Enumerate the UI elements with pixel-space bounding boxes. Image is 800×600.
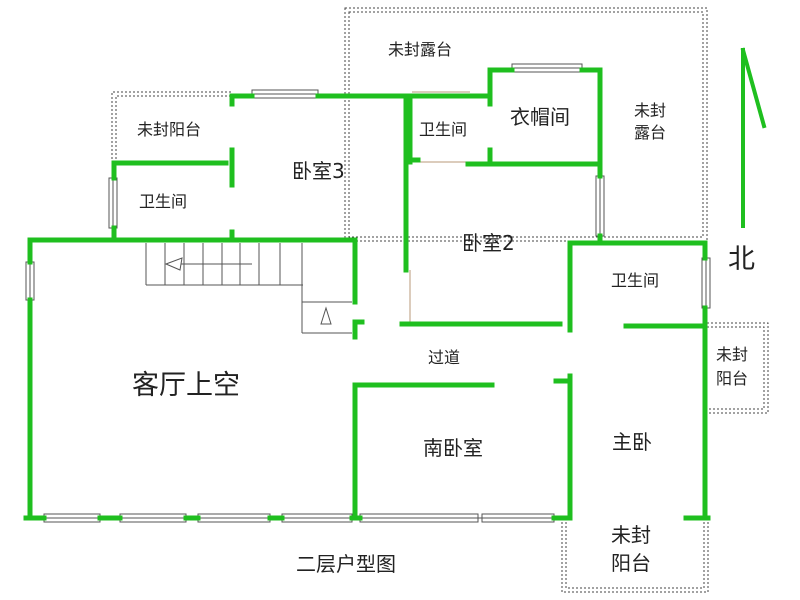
label-bathroom-center: 卫生间 [419, 120, 468, 139]
label-bedroom-2: 卧室2 [462, 231, 515, 255]
terrace-outlines [111, 7, 769, 593]
staircase [145, 243, 352, 334]
walls [23, 67, 711, 521]
north-label: 北 [728, 244, 755, 275]
plan-caption: 二层户型图 [296, 552, 396, 576]
label-terrace-right-1: 未封 [634, 101, 667, 120]
left-balcony-outline [111, 91, 232, 167]
stair-arrow-left-icon [164, 257, 183, 271]
label-south-bedroom: 南卧室 [423, 436, 483, 460]
stair-arrow-up-icon [320, 306, 332, 325]
north-arrow-icon [740, 47, 767, 228]
label-terrace-right-2: 露台 [634, 123, 667, 142]
label-corridor: 过道 [428, 348, 461, 367]
label-living-void: 客厅上空 [132, 370, 240, 401]
label-balcony-bottom-1: 未封 [611, 523, 651, 547]
label-terrace-top: 未封露台 [388, 40, 453, 59]
label-balcony-bottom-2: 阳台 [611, 551, 651, 575]
label-bathroom-right: 卫生间 [611, 271, 660, 290]
east-balcony-outline [707, 322, 769, 414]
bottom-balcony-outline [561, 518, 709, 593]
label-cloakroom: 衣帽间 [510, 105, 570, 129]
label-master-bedroom: 主卧 [612, 430, 652, 454]
top-terrace-outline [344, 7, 708, 242]
label-balcony-east-2: 阳台 [716, 369, 749, 388]
label-bathroom-left: 卫生间 [139, 192, 188, 211]
label-balcony-east-1: 未封 [716, 345, 749, 364]
label-bedroom-3: 卧室3 [292, 159, 345, 183]
label-balcony-left: 未封阳台 [137, 120, 202, 139]
door-openings [409, 91, 470, 322]
windows [25, 63, 711, 523]
